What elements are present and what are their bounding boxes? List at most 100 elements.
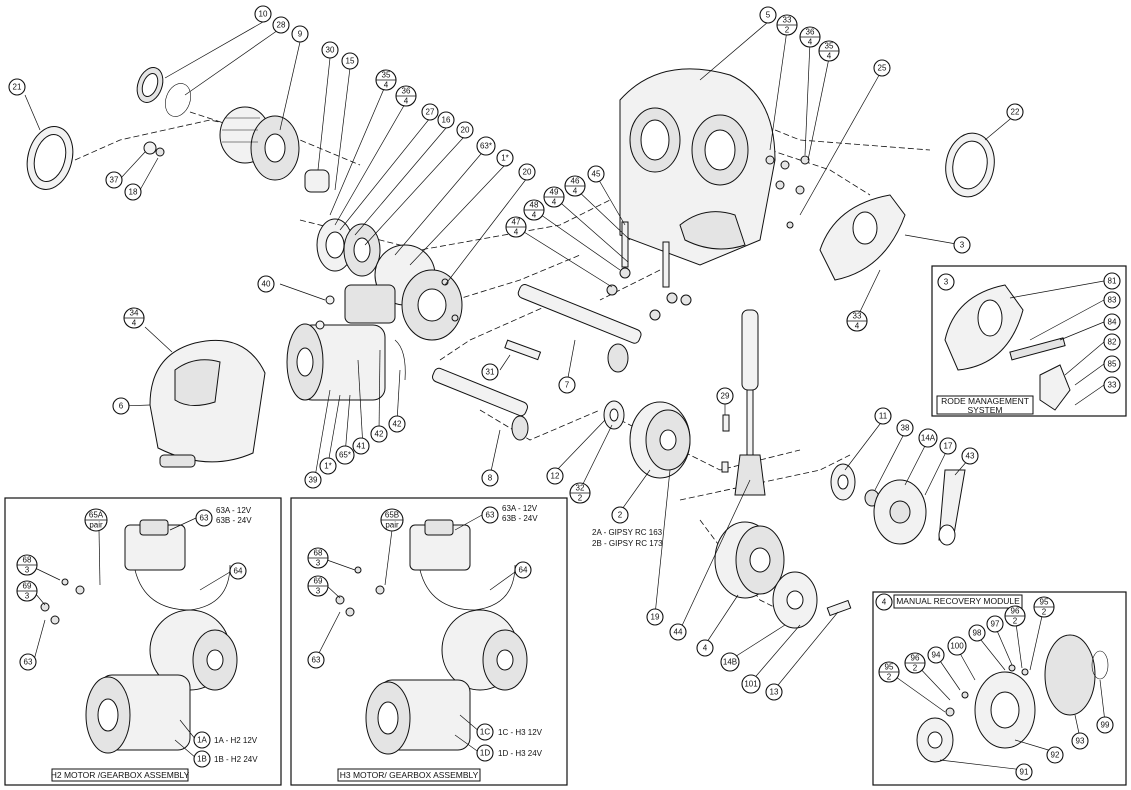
callout-3: 3 xyxy=(953,236,971,254)
rode-management-box: 3 81 83 84 82 85 33 RODE MANAGEMENT SYST… xyxy=(931,265,1127,417)
part-studs xyxy=(606,221,692,321)
h3-callout-1D: 1D xyxy=(476,744,494,762)
svg-text:46: 46 xyxy=(571,177,580,186)
rode-callout-85: 85 xyxy=(1103,355,1121,373)
h3-label-63a: 63A - 12V xyxy=(502,504,538,513)
svg-text:3: 3 xyxy=(316,587,321,596)
manual-99-ring xyxy=(1091,650,1109,680)
h2-callout-64: 64 xyxy=(229,562,247,580)
svg-text:13: 13 xyxy=(770,688,779,697)
svg-text:25: 25 xyxy=(878,64,887,73)
h3-callout-63-small: 63 xyxy=(307,651,325,669)
svg-text:3: 3 xyxy=(944,278,949,287)
svg-text:11: 11 xyxy=(879,412,888,421)
svg-text:8: 8 xyxy=(488,474,493,483)
svg-text:2: 2 xyxy=(785,26,790,35)
gipsy-label-2a: 2A - GIPSY RC 163 xyxy=(592,528,663,537)
svg-text:44: 44 xyxy=(674,628,683,637)
svg-text:2: 2 xyxy=(1013,617,1018,626)
part-fasteners-right xyxy=(765,155,810,229)
svg-text:18: 18 xyxy=(129,188,138,197)
manual-callout-99: 99 xyxy=(1096,716,1114,734)
callout-4: 4 xyxy=(696,639,714,657)
manual-callout-97: 97 xyxy=(986,615,1004,633)
svg-text:9: 9 xyxy=(298,30,303,39)
svg-text:35: 35 xyxy=(382,71,391,80)
svg-text:63*: 63* xyxy=(480,142,492,151)
svg-text:6: 6 xyxy=(119,402,124,411)
part-10-cover-cap xyxy=(136,67,164,103)
part-21-seal-ring xyxy=(26,126,74,190)
svg-text:3: 3 xyxy=(25,566,30,575)
svg-text:49: 49 xyxy=(550,188,559,197)
part-2-gipsy xyxy=(629,401,691,479)
svg-text:43: 43 xyxy=(966,452,975,461)
svg-text:96: 96 xyxy=(911,654,920,663)
svg-text:63: 63 xyxy=(200,514,209,523)
svg-text:100: 100 xyxy=(950,642,964,651)
svg-text:4: 4 xyxy=(532,211,537,220)
callout-34-4: 344 xyxy=(123,307,145,329)
callout-36-4-right: 364 xyxy=(799,26,821,48)
part-4-drum xyxy=(714,521,785,599)
callout-14A: 14A xyxy=(918,428,938,448)
callout-47-4: 474 xyxy=(505,216,527,238)
h3-callout-1C: 1C xyxy=(476,723,494,741)
gipsy-label-2b: 2B - GIPSY RC 173 xyxy=(592,539,663,548)
svg-text:93: 93 xyxy=(1076,737,1085,746)
callout-31: 31 xyxy=(481,363,499,381)
svg-text:7: 7 xyxy=(565,381,570,390)
svg-text:42: 42 xyxy=(393,420,402,429)
part-31-key xyxy=(504,339,542,361)
svg-text:30: 30 xyxy=(326,46,335,55)
callout-39: 39 xyxy=(304,471,322,489)
manual-callout-96-2-left: 962 xyxy=(904,652,926,674)
manual-callout-94: 94 xyxy=(927,646,945,664)
svg-text:40: 40 xyxy=(262,280,271,289)
h3-label-1d: 1D - H3 24V xyxy=(498,749,543,758)
svg-text:84: 84 xyxy=(1108,318,1117,327)
manual-box-id-callout: 4 xyxy=(875,593,893,611)
callout-28: 28 xyxy=(272,16,290,34)
svg-text:4: 4 xyxy=(855,322,860,331)
svg-text:4: 4 xyxy=(132,319,137,328)
svg-text:4: 4 xyxy=(882,598,887,607)
svg-text:94: 94 xyxy=(932,651,941,660)
svg-text:1A: 1A xyxy=(197,736,207,745)
svg-text:38: 38 xyxy=(901,424,910,433)
svg-text:pair: pair xyxy=(385,521,399,530)
svg-text:36: 36 xyxy=(402,87,411,96)
svg-text:63: 63 xyxy=(24,658,33,667)
svg-text:69: 69 xyxy=(314,577,323,586)
leader-lines xyxy=(24,21,1016,691)
svg-text:2: 2 xyxy=(887,673,892,682)
svg-text:63: 63 xyxy=(312,656,321,665)
part-30-bushing xyxy=(304,169,330,193)
part-28-o-ring xyxy=(165,83,191,117)
callout-13: 13 xyxy=(765,683,783,701)
callout-7: 7 xyxy=(558,376,576,394)
svg-text:2: 2 xyxy=(1042,608,1047,617)
svg-text:4: 4 xyxy=(573,187,578,196)
part-27-16-plates xyxy=(316,218,381,277)
svg-text:95: 95 xyxy=(885,663,894,672)
callout-9: 9 xyxy=(291,25,309,43)
svg-text:1B: 1B xyxy=(197,755,207,764)
svg-text:39: 39 xyxy=(309,476,318,485)
svg-text:4: 4 xyxy=(514,228,519,237)
callout-6: 6 xyxy=(112,397,130,415)
svg-text:1C: 1C xyxy=(480,728,490,737)
part-14A-cap xyxy=(873,479,927,545)
svg-text:81: 81 xyxy=(1108,277,1117,286)
rode-callout-82: 82 xyxy=(1103,333,1121,351)
svg-text:1*: 1* xyxy=(324,462,332,471)
callout-22: 22 xyxy=(1006,103,1024,121)
callout-33-2: 332 xyxy=(776,14,798,36)
callout-30: 30 xyxy=(321,41,339,59)
manual-recovery-module-box: 4 MANUAL RECOVERY MODULE 952 962 94 100 … xyxy=(872,591,1127,786)
callout-14B: 14B xyxy=(720,652,740,672)
callout-40: 40 xyxy=(257,275,275,293)
svg-text:99: 99 xyxy=(1101,721,1110,730)
callout-63-star: 63* xyxy=(476,136,496,156)
